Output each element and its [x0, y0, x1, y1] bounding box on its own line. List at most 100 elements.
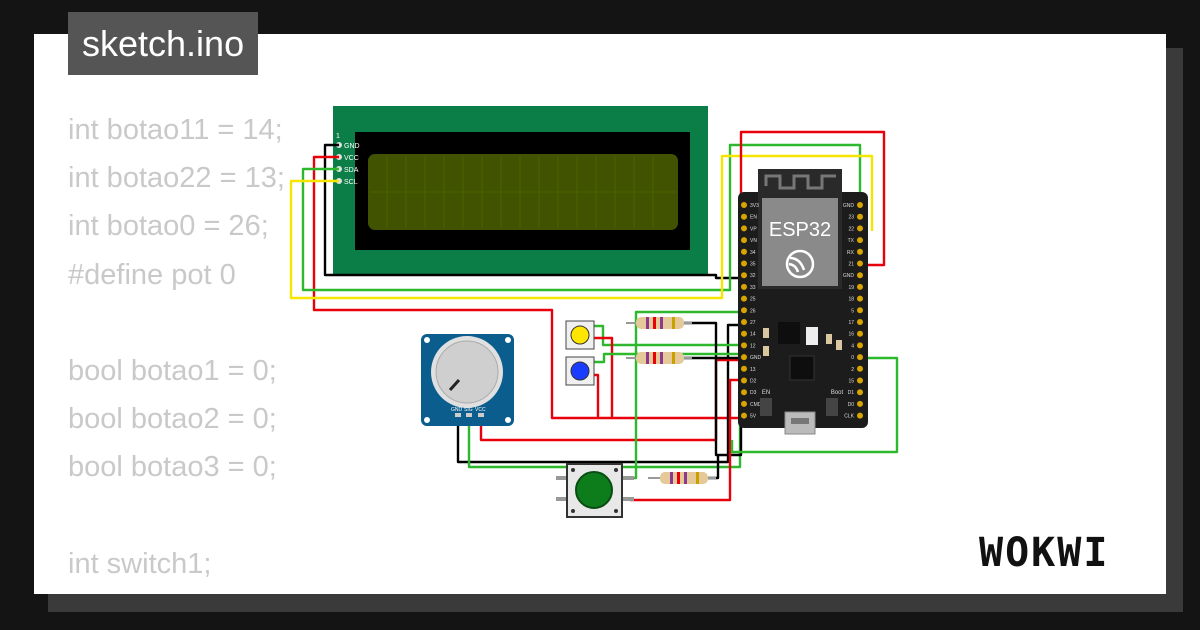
esp32-pin[interactable] — [857, 330, 863, 337]
esp32-pin-label: D3 — [750, 390, 757, 396]
esp32-pin[interactable] — [741, 412, 747, 419]
esp32-pin[interactable] — [857, 283, 863, 290]
code-line: bool botao2 = 0; — [68, 403, 277, 436]
esp32-pin[interactable] — [741, 225, 747, 232]
esp32-pin-label: 5V — [750, 414, 757, 420]
antenna-trace — [764, 174, 836, 190]
esp32-pin-label: 13 — [750, 367, 756, 373]
code-preview: int botao11 = 14;int botao22 = 13;int bo… — [68, 106, 285, 594]
wire-lcd-gnd — [323, 143, 741, 280]
esp32-pin[interactable] — [741, 248, 747, 255]
esp32-pin-label: 32 — [750, 273, 756, 279]
boot-button[interactable] — [826, 398, 838, 416]
esp32-pin[interactable] — [857, 225, 863, 232]
esp32-pin[interactable] — [857, 342, 863, 349]
esp32-pin-label: 15 — [848, 379, 854, 385]
esp32-pin[interactable] — [741, 237, 747, 244]
code-line: int botao11 = 14; — [68, 114, 283, 146]
file-name-tab[interactable]: sketch.ino — [68, 12, 259, 75]
esp32-pin-label: 12 — [750, 343, 756, 349]
lcd-pin-scl: SCL — [344, 179, 358, 186]
en-button[interactable] — [760, 398, 772, 416]
esp32-pin[interactable] — [857, 412, 863, 419]
esp32-pin-label: CLK — [844, 414, 854, 420]
esp32-pin[interactable] — [741, 342, 747, 349]
esp32-pin[interactable] — [741, 365, 747, 372]
esp32-pin[interactable] — [741, 389, 747, 396]
pushbutton-yellow[interactable] — [565, 320, 595, 350]
pushbutton-blue[interactable] — [565, 356, 595, 386]
esp32-pin-label: 4 — [851, 343, 854, 349]
esp32-pin[interactable] — [741, 319, 747, 325]
esp32-pin-label: 19 — [848, 285, 854, 291]
espressif-logo-icon — [785, 249, 815, 279]
code-line: int botao22 = 13; — [68, 162, 285, 195]
wire-lcd-sda — [301, 143, 862, 292]
esp32-pin-label: 17 — [848, 320, 854, 326]
resistor-1[interactable] — [626, 317, 692, 329]
en-label: EN — [762, 390, 770, 396]
esp32-pin-label: 35 — [750, 262, 756, 268]
potentiometer[interactable]: GND SIG VCC — [421, 334, 514, 426]
esp32-pin[interactable] — [857, 365, 863, 372]
code-line: int switch1; — [68, 547, 212, 580]
wire-lcd-scl — [289, 154, 874, 300]
esp32-shield — [762, 198, 838, 286]
esp32-pin[interactable] — [741, 354, 747, 361]
lcd-pin-sda: SDA — [344, 167, 359, 174]
esp32-pin[interactable] — [857, 213, 863, 220]
code-line: bool botao3 = 0; — [68, 451, 277, 484]
lcd-pin-vcc: VCC — [344, 155, 359, 162]
esp32-pin[interactable] — [857, 295, 863, 302]
esp32-pin[interactable] — [857, 237, 863, 244]
esp32-pin[interactable] — [857, 260, 863, 267]
pushbutton-green[interactable] — [556, 463, 634, 518]
esp32-pin[interactable] — [857, 377, 863, 384]
esp32-pin[interactable] — [741, 330, 747, 337]
esp32-pin-label: CMD — [750, 402, 762, 408]
lcd-character-grid — [370, 156, 676, 228]
pot-pin-gnd: GND — [451, 407, 463, 413]
esp32-pin[interactable] — [741, 202, 747, 208]
esp32-pin-label: EN — [750, 215, 757, 221]
esp32-pin-label: 0 — [851, 355, 854, 361]
esp32-pin[interactable] — [741, 307, 747, 314]
esp32-pin[interactable] — [857, 272, 863, 279]
esp32-pin[interactable] — [741, 377, 747, 384]
esp32-pin[interactable] — [857, 354, 863, 361]
wokwi-logo-text: WOKWI — [979, 530, 1109, 576]
resistor-3[interactable] — [648, 472, 716, 484]
pot-pin-vcc: VCC — [475, 407, 486, 413]
resistor-2[interactable] — [626, 352, 692, 364]
wire-btn-yellow-signal — [594, 324, 741, 347]
esp32-board[interactable]: ESP32 3V3ENVPVN343532332526271412GND13D2… — [738, 169, 868, 435]
esp32-pin[interactable] — [857, 389, 863, 396]
esp32-pin[interactable] — [857, 202, 863, 208]
esp32-pin[interactable] — [741, 283, 747, 290]
esp32-pin[interactable] — [857, 319, 863, 325]
wire-lcd-vcc — [312, 155, 741, 420]
esp32-pin-label: GND — [843, 203, 855, 209]
wire-3v3 — [739, 130, 886, 267]
wokwi-logo: WOKWI — [979, 530, 1109, 576]
esp32-pin-label: 33 — [750, 285, 756, 291]
esp32-pin[interactable] — [741, 400, 747, 407]
esp32-pin[interactable] — [857, 400, 863, 407]
code-line: bool botao1 = 0; — [68, 354, 277, 387]
esp32-pin-label: 5 — [851, 308, 854, 314]
esp32-pin[interactable] — [857, 248, 863, 255]
esp32-pin[interactable] — [857, 307, 863, 314]
esp32-label: ESP32 — [769, 219, 831, 241]
wire-btn-yellow-vcc — [594, 336, 614, 418]
wire-btn-blue-vcc — [594, 373, 600, 418]
esp32-pin-label: GND — [843, 273, 855, 279]
lcd-display[interactable]: 1 GND VCC SDA SCL — [333, 106, 708, 275]
esp32-pin[interactable] — [741, 295, 747, 302]
esp32-pin[interactable] — [741, 260, 747, 267]
esp32-pin-label: VP — [750, 226, 757, 232]
esp32-pin[interactable] — [741, 213, 747, 220]
esp32-pin[interactable] — [741, 272, 747, 279]
wire-btn-yellow-gnd — [682, 321, 743, 457]
lcd-pin-gnd: GND — [344, 143, 360, 150]
